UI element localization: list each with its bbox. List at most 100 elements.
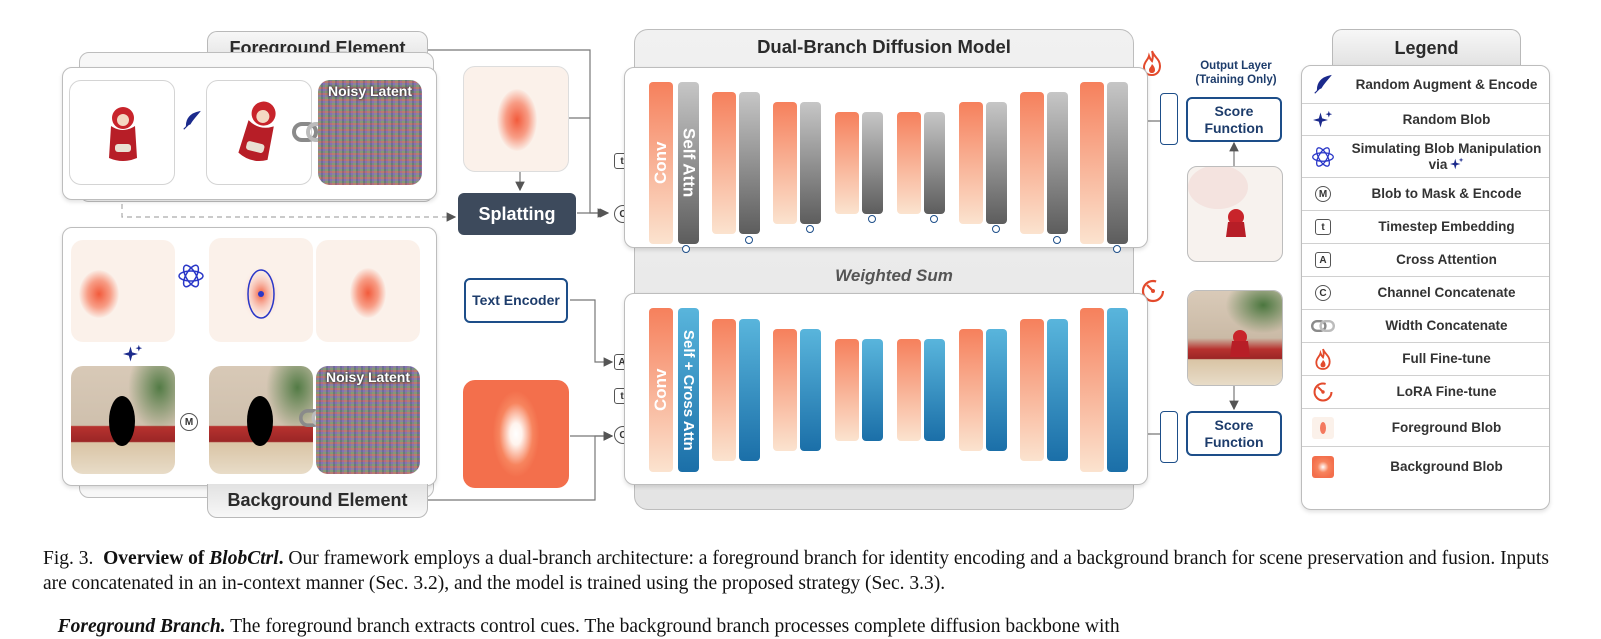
bottom-bar-7b <box>1047 319 1068 461</box>
noisy-latent-label: Noisy Latent <box>327 83 412 99</box>
masked-background-photo <box>209 366 313 474</box>
top-bar-2a <box>712 92 736 234</box>
top-conv-label: Conv <box>651 141 670 185</box>
bottom-bar-8b <box>1107 308 1128 472</box>
top-bar-4b <box>862 112 883 214</box>
figure-caption: Fig. 3. Overview of BlobCtrl. Our framew… <box>43 546 1563 596</box>
bottom-self-cross-attn-label: Self + Cross Attn <box>680 329 697 451</box>
caption-bold-period: . <box>278 548 284 569</box>
legend-label-text: Simulating Blob Manipulation via <box>1351 140 1542 172</box>
sparkle-icon <box>123 344 143 362</box>
legend-row: Random Augment & Encode <box>1302 66 1549 104</box>
legend-label-text: Blob to Mask & Encode <box>1371 186 1522 201</box>
bottom-bar-2a <box>712 319 736 461</box>
sparkle-icon <box>1302 110 1344 130</box>
legend-row: Random Blob <box>1302 104 1549 136</box>
legend-label-text: Timestep Embedding <box>1378 219 1515 234</box>
legend-row: Simulating Blob Manipulation via <box>1302 136 1549 178</box>
legend-label: Foreground Blob <box>1344 420 1549 436</box>
legend-label: Timestep Embedding <box>1344 219 1549 235</box>
top-bar-6a <box>959 102 983 224</box>
top-bar-8a <box>1080 82 1104 244</box>
square-a-icon-glyph: A <box>1315 252 1331 268</box>
top-skip-knob <box>868 215 876 223</box>
figurine-augmented-icon <box>238 101 276 161</box>
splatting-box: Splatting <box>458 193 576 235</box>
background-element-inner: M Noisy Latent <box>62 227 437 486</box>
legend-label-text: LoRA Fine-tune <box>1396 384 1497 399</box>
legend-label: Full Fine-tune <box>1344 351 1549 367</box>
legend-label: Width Concatenate <box>1344 318 1549 334</box>
top-skip-knob <box>745 236 753 244</box>
legend-label: Simulating Blob Manipulation via <box>1344 141 1549 173</box>
score-function-top: Score Function <box>1186 97 1282 142</box>
legend-label: Random Augment & Encode <box>1344 77 1549 93</box>
legend-row: C Channel Concatenate <box>1302 277 1549 310</box>
caption-body: Our framework employs a dual-branch arch… <box>43 548 1549 594</box>
legend-label: Blob to Mask & Encode <box>1344 186 1549 202</box>
background-blob-icon <box>1302 456 1344 478</box>
bottom-bar-3a <box>773 329 797 451</box>
flame-icon <box>1302 348 1344 370</box>
sparkle-icon <box>1450 157 1464 172</box>
top-bar-7a <box>1020 92 1044 234</box>
legend-label-text: Foreground Blob <box>1391 419 1502 435</box>
circle-c-icon-glyph: C <box>1315 285 1331 301</box>
caption-fig-label: Fig. 3. <box>43 548 94 569</box>
legend-label-text: Random Blob <box>1402 111 1491 127</box>
blob-ellipse-outline <box>241 266 281 322</box>
top-bar-8b <box>1107 82 1128 244</box>
legend-label: Random Blob <box>1344 112 1549 128</box>
noisy-latent-label: Noisy Latent <box>325 369 410 385</box>
background-prediction-thumb <box>1187 290 1283 386</box>
legend-label: LoRA Fine-tune <box>1344 384 1549 400</box>
background-element-title: Background Element <box>207 484 428 518</box>
legend-row: Background Blob <box>1302 447 1549 487</box>
legend-label: Channel Concatenate <box>1344 285 1549 301</box>
top-bar-5a <box>897 112 921 214</box>
lora-dial-icon <box>1141 279 1165 303</box>
legend-label-text: Background Blob <box>1390 459 1503 474</box>
lora-dial-icon <box>1302 381 1344 403</box>
noisy-latent-top: Noisy Latent <box>318 80 422 185</box>
atom-icon <box>178 264 204 288</box>
next-paragraph-lead: Foreground Branch. <box>57 616 226 637</box>
top-skip-knob <box>930 215 938 223</box>
next-paragraph: Foreground Branch. The foreground branch… <box>43 614 1563 639</box>
feather-icon <box>1302 74 1344 96</box>
model-title: Dual-Branch Diffusion Model <box>757 36 1011 57</box>
foreground-prediction-thumb <box>1187 166 1283 262</box>
caption-method-name: BlobCtrl <box>209 548 279 569</box>
atom-icon <box>1302 145 1344 169</box>
top-bar-3a <box>773 102 797 224</box>
top-bar-6b <box>986 102 1007 224</box>
square-t-icon-glyph: t <box>1315 219 1331 235</box>
background-blob-preview <box>463 380 569 488</box>
output-layer-block-top <box>1160 93 1178 145</box>
legend-label-text: Full Fine-tune <box>1402 351 1491 366</box>
bottom-bar-3b <box>800 329 821 451</box>
bottom-bar-5a <box>897 339 921 441</box>
top-bar-5b <box>924 112 945 214</box>
foreground-element-inner: Noisy Latent <box>62 67 437 200</box>
flame-icon <box>1142 50 1162 76</box>
score-function-bottom: Score Function <box>1186 411 1282 456</box>
bottom-conv-label: Conv <box>651 368 670 412</box>
bottom-bar-4a <box>835 339 859 441</box>
bg-blob-result <box>316 240 420 342</box>
top-conv-bar <box>649 82 673 244</box>
top-bar-4a <box>835 112 859 214</box>
figure-diagram: Foreground Element Noi <box>62 29 1550 518</box>
bottom-bar-4b <box>862 339 883 441</box>
circle-c-icon: C <box>1302 285 1344 301</box>
legend-title: Legend <box>1332 29 1521 66</box>
bottom-bar-6b <box>986 329 1007 451</box>
text-encoder-box: Text Encoder <box>464 278 568 323</box>
legend-row: Width Concatenate <box>1302 310 1549 343</box>
output-layer-block-bottom <box>1160 411 1178 463</box>
foreground-object-image <box>69 80 175 185</box>
legend-row: Full Fine-tune <box>1302 343 1549 376</box>
